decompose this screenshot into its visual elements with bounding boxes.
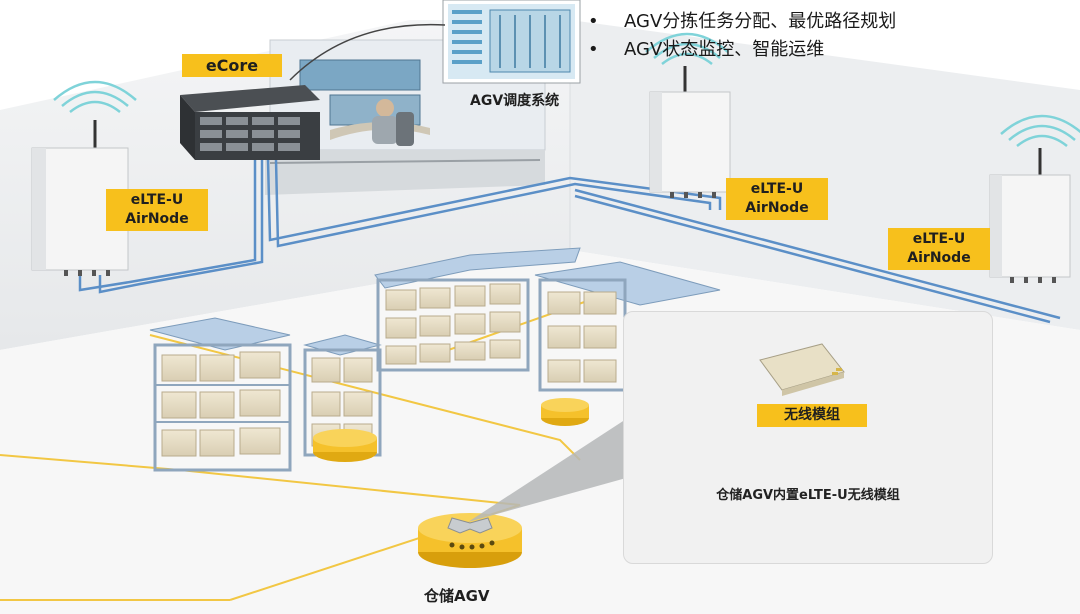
ecore-server bbox=[180, 85, 320, 160]
wifi-icon bbox=[53, 80, 137, 113]
screen-cable bbox=[289, 23, 446, 81]
wireless-module-callout: 无线模组 仓储AGV内置eLTE-U无线模组 bbox=[623, 311, 993, 564]
airnode-left-label: eLTE-U AirNode bbox=[106, 189, 208, 231]
ecore-label: eCore bbox=[182, 54, 282, 77]
agv-label: 仓储AGV bbox=[424, 587, 490, 605]
shelf-back-group bbox=[374, 247, 721, 392]
wireless-module-label: 无线模组 bbox=[757, 404, 867, 427]
shelf-left-group bbox=[149, 317, 292, 472]
agv-robot bbox=[313, 429, 377, 462]
bullet-item: •AGV分拣任务分配、最优路径规划 bbox=[588, 11, 897, 32]
wireless-module-image bbox=[759, 343, 845, 396]
dispatch-system-label: AGV调度系统 bbox=[470, 93, 560, 109]
wifi-icon bbox=[1000, 114, 1080, 147]
airnode-right-device bbox=[989, 148, 1071, 283]
airnode-right-label: eLTE-U AirNode bbox=[888, 228, 990, 270]
agv-robot-main bbox=[418, 513, 522, 568]
agv-robot bbox=[541, 398, 589, 426]
callout-caption: 仓储AGV内置eLTE-U无线模组 bbox=[716, 488, 900, 503]
bullet-item: •AGV状态监控、智能运维 bbox=[588, 39, 825, 60]
network-cables bbox=[78, 159, 1061, 324]
dispatch-screen bbox=[442, 0, 581, 84]
wifi-icon bbox=[645, 32, 729, 65]
airnode-mid-device bbox=[649, 66, 731, 198]
callout-pointer bbox=[468, 410, 655, 522]
airnode-mid-label: eLTE-U AirNode bbox=[726, 178, 828, 220]
feature-bullet-list: •AGV分拣任务分配、最优路径规划 •AGV状态监控、智能运维 bbox=[588, 8, 896, 64]
